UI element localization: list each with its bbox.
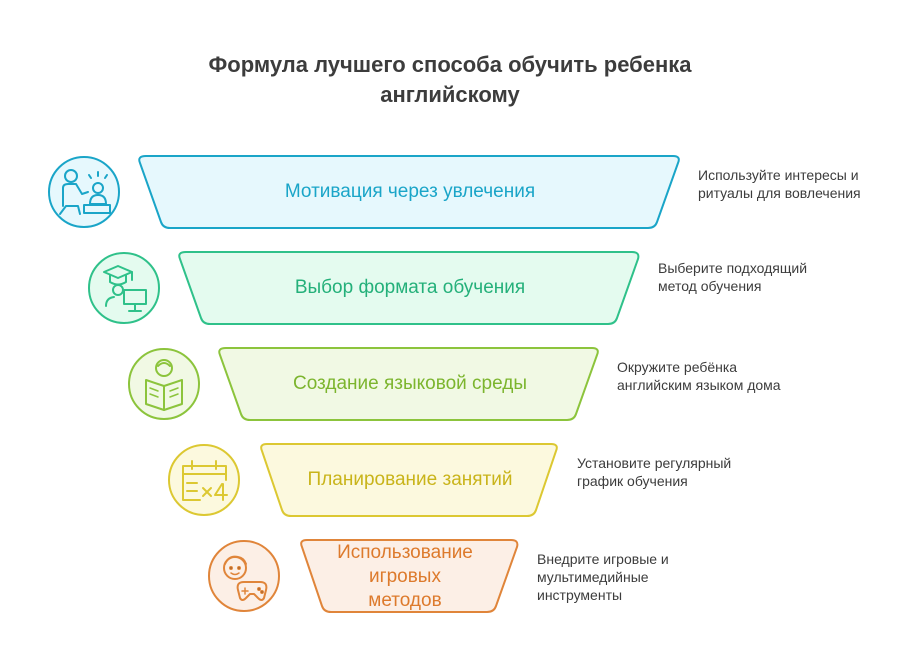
child-gamepad-icon bbox=[208, 540, 280, 612]
step-2-label: Выбор формата обучения bbox=[294, 277, 526, 298]
funnel-band-2 bbox=[178, 251, 640, 325]
teacher-student-icon bbox=[48, 156, 120, 228]
step-3-description: Окружите ребёнка английским языком дома bbox=[617, 359, 781, 393]
step-1-label: Мотивация через увлечения bbox=[284, 181, 536, 202]
step-4-description: Установите регулярный график обучения bbox=[577, 455, 732, 489]
reading-child-icon bbox=[128, 348, 200, 420]
title-line-1: Формула лучшего способа обучить ребенка bbox=[208, 52, 692, 77]
step-5-label: Использование игровых методов bbox=[337, 542, 473, 611]
funnel-band-3 bbox=[218, 347, 599, 421]
funnel-band-4 bbox=[260, 443, 558, 517]
step-4-label: Планирование занятий bbox=[307, 469, 513, 490]
diagram-title: Формула лучшего способа обучить ребенка … bbox=[0, 50, 900, 110]
graduate-computer-icon bbox=[88, 252, 160, 324]
funnel-band-1 bbox=[138, 155, 680, 229]
funnel-band-5 bbox=[300, 539, 519, 613]
step-2-description: Выберите подходящий метод обучения bbox=[658, 260, 808, 294]
step-1-description: Используйте интересы и ритуалы для вовле… bbox=[698, 167, 861, 201]
step-5-description: Внедрите игровые и мультимедийные инстру… bbox=[537, 551, 669, 603]
step-3-label: Создание языковой среды bbox=[292, 373, 528, 394]
calendar-schedule-icon bbox=[168, 444, 240, 516]
title-line-2: английскому bbox=[380, 82, 520, 107]
